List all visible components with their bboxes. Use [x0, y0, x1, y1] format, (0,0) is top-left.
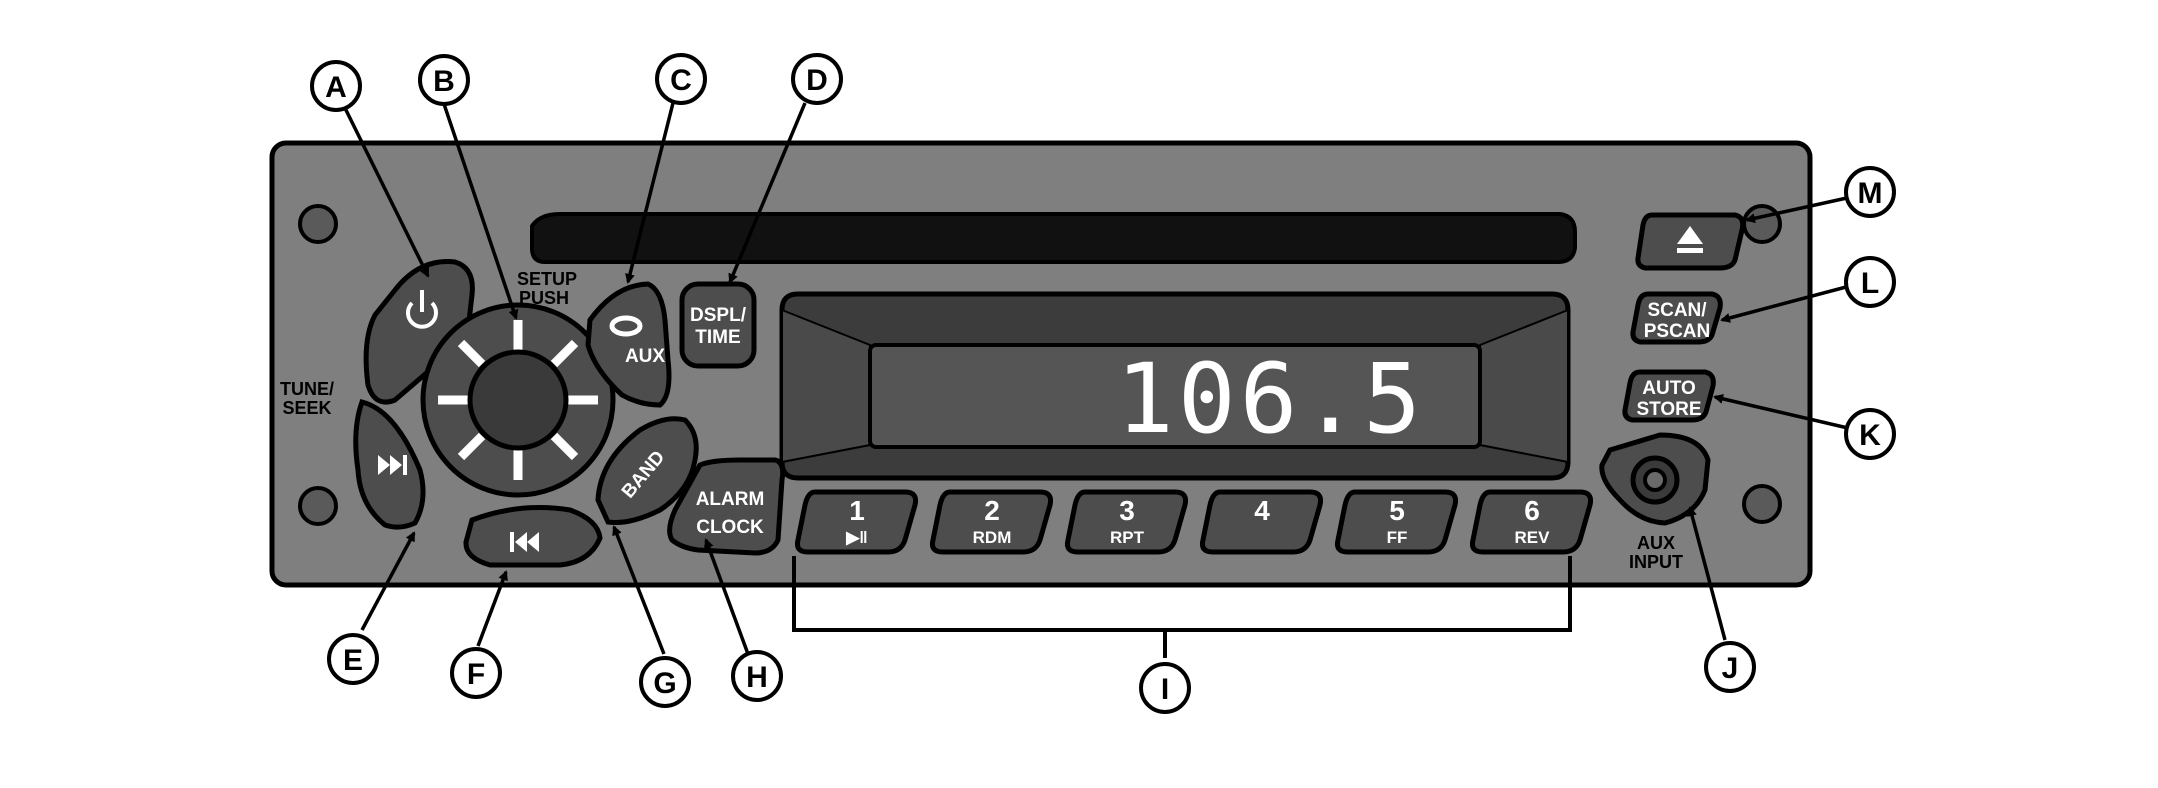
- tune-seek-label-line1: TUNE/: [280, 379, 334, 399]
- mounting-screw-top-right: [1742, 204, 1782, 244]
- alarm-clock-label-line1: ALARM: [696, 489, 765, 510]
- alarm-clock-label-line2: CLOCK: [696, 517, 764, 538]
- callout-i: I: [1139, 662, 1191, 714]
- dspl-time-label-line2: TIME: [695, 327, 740, 348]
- scan-pscan-button[interactable]: [1630, 291, 1723, 345]
- svg-text:L: L: [1861, 267, 1879, 300]
- seek-back-button[interactable]: [463, 505, 603, 568]
- preset-button-3[interactable]: 3 RPT: [1065, 489, 1188, 555]
- aux-input-jack-hole: [1643, 468, 1667, 492]
- preset-button-4[interactable]: 4: [1200, 489, 1323, 555]
- preset-number: 6: [1524, 495, 1540, 526]
- svg-text:K: K: [1859, 419, 1881, 452]
- display-window: [868, 343, 1482, 449]
- callout-l: L: [1844, 256, 1896, 308]
- power-icon: [406, 290, 438, 329]
- dspl-time-button[interactable]: [679, 281, 757, 369]
- callout-g: G: [639, 656, 691, 708]
- tune-seek-label-line2: SEEK: [282, 398, 331, 418]
- auto-store-label-line1: AUTO: [1642, 378, 1695, 399]
- callout-h: H: [731, 650, 783, 702]
- aux-input-label-line2: INPUT: [1629, 552, 1683, 572]
- alarm-clock-button[interactable]: [667, 457, 786, 556]
- svg-text:E: E: [343, 644, 363, 677]
- svg-text:M: M: [1858, 177, 1883, 210]
- aux-input-label-line1: AUX: [1637, 533, 1675, 553]
- callout-a: A: [310, 60, 362, 112]
- preset-group-bracket: [792, 556, 1572, 632]
- aux-button-label: AUX: [625, 346, 665, 367]
- callout-f: F: [450, 647, 502, 699]
- callout-m: M: [1844, 166, 1896, 218]
- preset-button-5[interactable]: 5 FF: [1335, 489, 1458, 555]
- aux-button[interactable]: [585, 281, 672, 408]
- eject-icon: [1677, 226, 1703, 253]
- frequency-readout: 106.5: [1116, 343, 1425, 455]
- auto-store-label-line2: STORE: [1636, 399, 1701, 420]
- band-button[interactable]: [595, 416, 699, 525]
- svg-text:D: D: [806, 64, 828, 97]
- preset-button-6[interactable]: 6 REV: [1470, 489, 1593, 555]
- svg-text:F: F: [467, 658, 485, 691]
- scan-pscan-label-line1: SCAN/: [1647, 300, 1707, 321]
- leader-lines: [341, 102, 1866, 655]
- svg-text:I: I: [1161, 673, 1169, 706]
- play-pause-icon: ▶‖: [845, 528, 868, 547]
- auto-store-button[interactable]: [1622, 369, 1716, 423]
- callout-j: J: [1704, 641, 1756, 693]
- aux-disc-icon: [609, 315, 643, 337]
- preset-sub-label: REV: [1515, 528, 1551, 547]
- dspl-time-label-line1: DSPL/: [690, 305, 747, 326]
- setup-push-knob[interactable]: [467, 349, 569, 451]
- mounting-screw-top-left: [298, 204, 338, 244]
- scan-pscan-label-line2: PSCAN: [1644, 321, 1711, 342]
- preset-sub-label: RPT: [1110, 528, 1145, 547]
- cd-slot[interactable]: [530, 212, 1577, 264]
- svg-text:G: G: [653, 667, 676, 700]
- svg-text:C: C: [670, 64, 692, 97]
- callout-e: E: [327, 633, 379, 685]
- svg-text:B: B: [433, 65, 455, 98]
- preset-number: 3: [1119, 495, 1135, 526]
- preset-buttons: 1 ▶‖ 2 RDM 3 RPT 4 5 FF 6 REV: [795, 489, 1593, 555]
- mounting-screw-bottom-left: [298, 486, 338, 526]
- callout-d: D: [791, 53, 843, 105]
- preset-number: 1: [849, 495, 865, 526]
- preset-button-2[interactable]: 2 RDM: [930, 489, 1053, 555]
- preset-sub-label: FF: [1387, 528, 1408, 547]
- mounting-screw-bottom-right: [1742, 484, 1782, 524]
- setup-push-label-line1: SETUP: [517, 269, 577, 289]
- preset-button-1[interactable]: 1 ▶‖: [795, 489, 918, 555]
- preset-sub-label: RDM: [973, 528, 1012, 547]
- setup-push-label-line2: PUSH: [519, 288, 569, 308]
- seek-forward-icon: [378, 455, 407, 475]
- callouts: A B C D E F G H: [310, 53, 1896, 714]
- svg-text:J: J: [1722, 652, 1739, 685]
- preset-number: 2: [984, 495, 1000, 526]
- preset-number: 5: [1389, 495, 1405, 526]
- preset-number: 4: [1254, 495, 1270, 526]
- callout-b: B: [418, 54, 470, 106]
- callout-k: K: [1844, 408, 1896, 460]
- svg-text:H: H: [746, 661, 768, 694]
- ring-tick-marks: [438, 320, 598, 480]
- seek-back-icon: [510, 532, 539, 552]
- svg-text:A: A: [325, 71, 347, 104]
- callout-c: C: [655, 53, 707, 105]
